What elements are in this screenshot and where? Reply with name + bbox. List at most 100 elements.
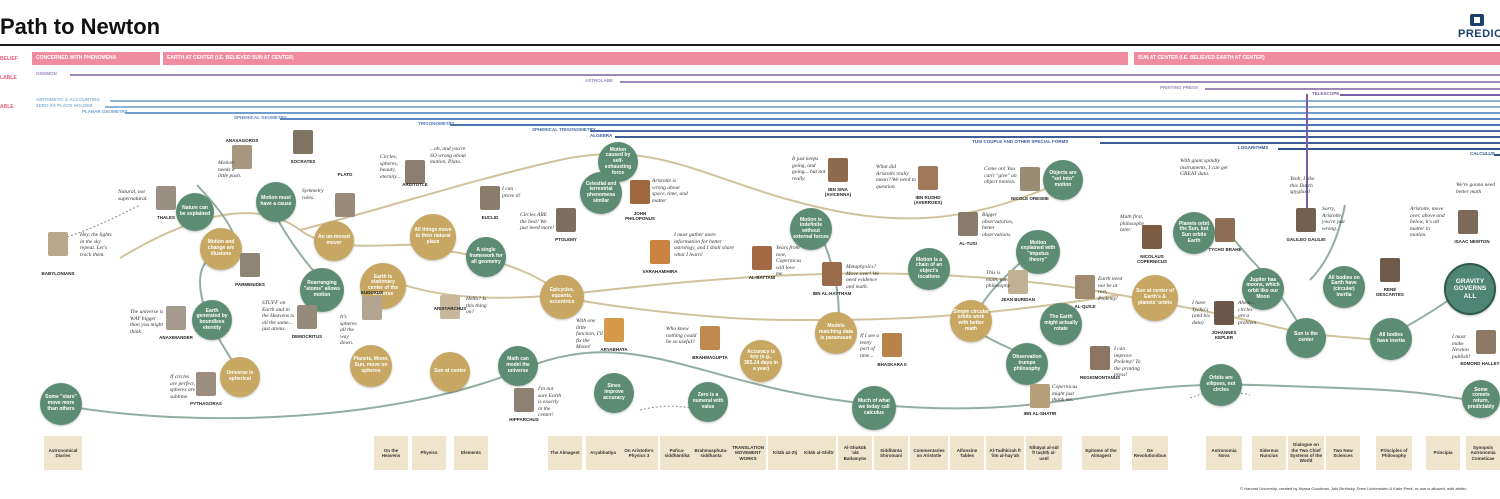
book-aryabhatiya[interactable]: Aryabhatiya [586, 436, 620, 470]
book-kitab-al-shifa[interactable]: Kitāb al-Shifā' [802, 436, 836, 470]
node-sun-center-orbits[interactable]: Sun at center of Earth's & planets' orbi… [1132, 275, 1178, 321]
book-de-revolutionibus[interactable]: De Revolutionibus [1132, 436, 1168, 470]
book-sidereus-nuncius[interactable]: Sidereus Nuncius [1252, 436, 1286, 470]
book-synopsis-cometicae[interactable]: Synopsis Astronomia Cometicae [1466, 436, 1500, 470]
timeline-tusi [1100, 142, 1500, 144]
node-set-into-motion[interactable]: Objects are "set into" motion [1043, 160, 1083, 200]
name-thales: THALES [157, 215, 175, 220]
node-accuracy-key[interactable]: Accuracy is key (e.g., 365.24 days in a … [740, 340, 782, 382]
node-all-inertia[interactable]: All bodies have inertia [1370, 318, 1412, 360]
node-impetus[interactable]: Motion explained with "impetus theory" [1016, 230, 1060, 274]
book-elements[interactable]: Elements [454, 436, 488, 470]
node-motion-indefinite[interactable]: Motion is indefinite without external fo… [790, 208, 832, 250]
node-math-model[interactable]: Math can model the universe [498, 346, 538, 386]
quote-bhaskara: If I see a teeny part of time... [860, 333, 880, 359]
timeline-spherical-geometry [280, 118, 1500, 120]
node-sun-is-center[interactable]: Sun is the center [1286, 318, 1326, 358]
portrait-al-qusji [1075, 275, 1095, 299]
portrait-hipparchus [514, 388, 534, 412]
timeline-gnomon [70, 74, 1500, 76]
book-dialogue[interactable]: Dialogue on the Two Chief Systems of the… [1288, 436, 1324, 470]
node-unmoved-mover[interactable]: An un-moved mover [314, 221, 354, 261]
book-physics[interactable]: Physics [412, 436, 446, 470]
book-almagest[interactable]: The Almagest [548, 436, 582, 470]
book-al-tadhkirah[interactable]: Al-Tadhkirah fī 'ilm al-hay'ah [986, 436, 1024, 470]
book-nihayat[interactable]: Nihāyat al-sūl fī tașḥīḥ al-usūl [1026, 436, 1062, 470]
portrait-varahamihira [650, 240, 670, 264]
node-atoms-motion[interactable]: Rearranging "atoms" allows motion [300, 268, 344, 312]
book-epitome-almagest[interactable]: Epitome of the Almagest [1082, 436, 1120, 470]
node-simple-orbits[interactable]: Simple circular orbits work with better … [950, 300, 992, 342]
node-planets-orbit-sun[interactable]: Planets orbit the Sun, but Sun orbits Ea… [1173, 212, 1215, 254]
page-title: Path to Newton [0, 14, 161, 39]
book-alfonsine-tables[interactable]: Alfonsine Tables [950, 436, 984, 470]
node-sines[interactable]: Sines improve accuracy [594, 373, 634, 413]
quote-thales: Natural, not supernatural. [118, 189, 148, 202]
portrait-bhaskara [882, 333, 902, 357]
node-comets-return[interactable]: Some comets return, predictably [1462, 380, 1500, 418]
portrait-plato [335, 193, 355, 217]
book-on-the-heavens[interactable]: On the Heavens [374, 436, 408, 470]
node-zero-numeral[interactable]: Zero is a numeral with value [688, 382, 728, 422]
node-observation[interactable]: Observation trumps philosophy [1006, 343, 1048, 385]
timeline-calculus [1494, 154, 1500, 156]
book-astronomical-diaries[interactable]: Astronomical Diaries [44, 436, 82, 470]
book-commentaries-aristotle[interactable]: Commentaries on Aristotle [910, 436, 948, 470]
node-universe-spherical[interactable]: Universe is spherical [220, 357, 260, 397]
book-brahmasphuta[interactable]: Brahmasphuta-siddhanta [692, 436, 730, 470]
portrait-tycho-brahe [1215, 218, 1235, 242]
node-circular-inertia[interactable]: All bodies on Earth have (circular) iner… [1323, 266, 1365, 308]
node-motion-cause[interactable]: Motion must have a cause [256, 182, 296, 222]
portrait-democritus [297, 305, 317, 329]
node-motion-illusions[interactable]: Motion and change are illusions [200, 228, 242, 270]
name-aryabhata: ARYABHATA [600, 347, 628, 352]
portrait-anaxagoros [232, 145, 252, 169]
node-celestial-terrestrial[interactable]: Celestial and terrestrial phenomena simi… [580, 172, 622, 214]
quote-regiomontanus: I can improve Ptolemy! To the printing p… [1114, 346, 1141, 379]
footer-credit: © Harvard University, created by Alyssa … [1240, 486, 1467, 491]
name-bhaskara: BHASKARA II [877, 362, 907, 367]
node-ellipses[interactable]: Orbits are ellipses, not circles [1200, 364, 1242, 406]
node-models-data[interactable]: Models matching data is paramount [815, 312, 857, 354]
node-gravity-governs-all[interactable]: GRAVITY GOVERNS ALL [1444, 263, 1496, 315]
node-planets-spheres[interactable]: Planets, Moon, Sun, move on spheres [350, 345, 392, 387]
name-anaxagoros: ANAXAGOROS [225, 138, 259, 143]
node-nature-explained[interactable]: Nature can be explained [176, 193, 214, 231]
book-panca-siddhantika[interactable]: Pañca-siddhāntikā [660, 436, 694, 470]
node-sun-center-ancient[interactable]: Sun at center [430, 352, 470, 392]
quote-aristotle: ...oh, and you're SO wrong about motion,… [430, 146, 466, 166]
book-kitab-az-zij[interactable]: Kitāb az-Zīj [768, 436, 802, 470]
timeline-label-tusi: TUSI COUPLE AND OTHER SPECIAL FORMS [972, 139, 1069, 144]
book-aristotle-physics[interactable]: On Aristotle's Physics 3 [620, 436, 658, 470]
timeline-label-astrolabe: ASTROLABE [585, 78, 613, 83]
book-principia[interactable]: Principia [1426, 436, 1460, 470]
book-al-shukuk[interactable]: Al-Shukūk 'alā Batlamyūs [838, 436, 872, 470]
portrait-eudoxus [362, 296, 382, 320]
quote-eudoxus: It's spheres all the way down. [340, 314, 357, 347]
timeline-trigonometry [450, 124, 1500, 126]
portrait-pythagoras [196, 372, 216, 396]
node-epicycles[interactable]: Epicycles, equants, eccentrics [540, 275, 584, 319]
node-chain-locations[interactable]: Motion is a chain of an object's locatio… [908, 248, 950, 290]
name-galileo: GALILEO GALILEI [1286, 237, 1326, 242]
quote-anaximander: The universe is WAY bigger than you migh… [130, 309, 164, 335]
node-earth-generated[interactable]: Earth generated by boundless eternity [192, 300, 232, 340]
quote-john-philoponus: Aristotle is wrong about space, time, an… [652, 178, 688, 204]
left-tag-lable: LABLE [0, 75, 17, 81]
node-jupiter-moons[interactable]: Jupiter has moons, which orbit like our … [1242, 268, 1284, 310]
book-principles-philosophy[interactable]: Principles of Philosophy [1376, 436, 1412, 470]
node-stars-move[interactable]: Some "stars" move more than others [40, 383, 82, 425]
portrait-brahmagupta [700, 326, 720, 350]
book-translation-works[interactable]: TRANSLATION MOVEMENT WORKS [730, 436, 766, 470]
node-earth-rotate[interactable]: The Earth might actually rotate [1040, 303, 1082, 345]
timeline-label-algebra: ALGEBRA [590, 133, 613, 138]
name-aristarchus: ARISTARCHUS [433, 306, 467, 311]
node-natural-place[interactable]: All things move to their natural place [410, 214, 456, 260]
quote-al-battani: Years from now, Copernicus will love me. [776, 245, 802, 278]
portrait-socrates [293, 130, 313, 154]
node-single-framework[interactable]: A single framework for all geometry [466, 237, 506, 277]
book-astronomia-nova[interactable]: Astronomia Nova [1206, 436, 1242, 470]
node-calculus-early[interactable]: Much of what we today call calculus [852, 386, 896, 430]
book-siddhanta-shiromani[interactable]: Siddhānta Shiromani [874, 436, 908, 470]
book-two-new-sciences[interactable]: Two New Sciences [1326, 436, 1360, 470]
